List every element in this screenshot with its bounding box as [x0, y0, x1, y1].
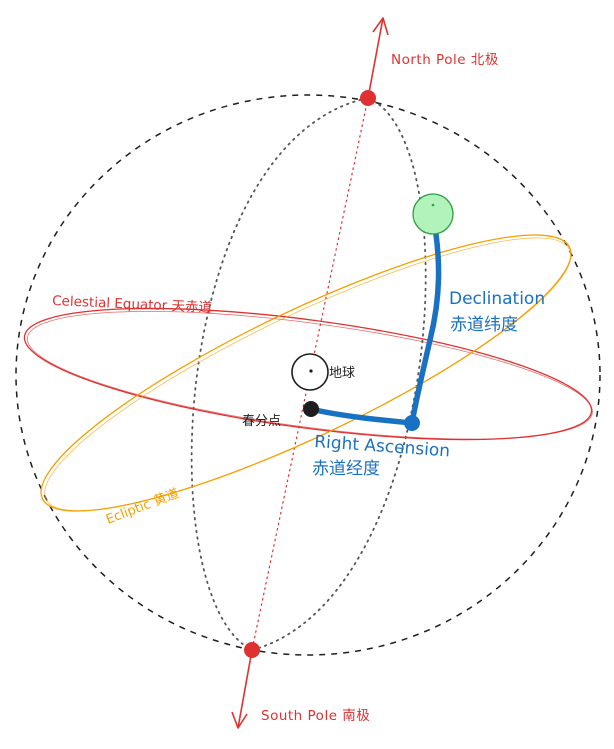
- ecliptic: [40, 234, 572, 512]
- right-ascension-arc: [308, 406, 415, 426]
- north-pole-label: North Pole 北极: [391, 52, 499, 68]
- vernal-equinox-point: [303, 401, 319, 417]
- declination-label-zh: 赤道纬度: [450, 315, 518, 335]
- vernal-equinox-label: 春分点: [242, 414, 281, 429]
- south-pole-label: South Pole 南极: [261, 708, 370, 724]
- north-pole-dot: [360, 90, 376, 106]
- celestial-equator-label: Celestial Equator 天赤道: [52, 293, 213, 316]
- declination-label-en: Declination: [449, 289, 545, 309]
- celestial-sphere-outline: [15, 94, 601, 656]
- star-marker: [412, 193, 454, 235]
- south-pole-dot: [244, 642, 260, 658]
- south-arrow: [231, 649, 253, 729]
- earth-label: 地球: [329, 366, 355, 381]
- ra-dec-intersection-dot: [404, 415, 420, 431]
- declination-arc: [409, 207, 442, 426]
- right-ascension-label-en: Right Ascension: [314, 432, 451, 461]
- celestial-equator: [23, 307, 593, 441]
- north-arrow: [367, 17, 389, 99]
- right-ascension-label-zh: 赤道经度: [312, 459, 380, 479]
- earth-icon: [291, 353, 329, 391]
